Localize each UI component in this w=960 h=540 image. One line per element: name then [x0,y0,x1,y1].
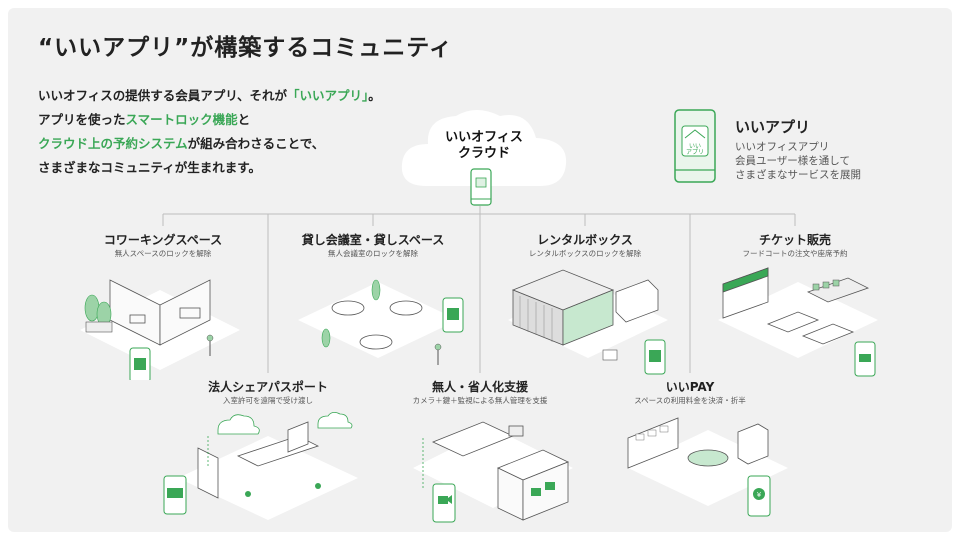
app-desc-line2: 会員ユーザー様を通して [735,154,861,168]
service-ticket-sub: フードコートの注文や座席予約 [715,248,875,259]
food-court-illustration [708,260,888,380]
phone-unlock-icon [645,340,665,374]
ticket-phone-icon [855,342,875,376]
coworking-illustration [70,260,250,380]
pay-illustration: ¥ [618,408,798,528]
service-ticket-title: チケット販売 [715,231,875,248]
service-sharepass-title: 法人シェアパスポート [188,378,348,395]
meeting-room-illustration [288,260,468,380]
camera-phone-icon [433,484,455,522]
service-meeting-sub: 無人会議室のロックを解除 [293,248,453,259]
phone-icon [470,168,492,206]
phone-unlock-icon [130,348,150,380]
cloud-label: いいオフィス クラウド [400,130,568,162]
cloud-label-line2: クラウド [400,146,568,162]
app-desc-line1: いいオフィスアプリ [735,140,861,154]
service-coworking-title: コワーキングスペース [83,231,243,248]
service-meeting-title: 貸し会議室・貸しスペース [293,231,453,248]
yen-phone-icon: ¥ [748,476,770,516]
service-pay-sub: スペースの利用料金を決済・折半 [610,395,770,406]
service-unmanned-title: 無人・省人化支援 [400,378,560,395]
service-pay-title: いいPAY [610,378,770,395]
slide: “いいアプリ”が構築するコミュニティ いいオフィスの提供する会員アプリ、それが「… [8,8,952,532]
rental-box-illustration [498,260,678,380]
unmanned-support-illustration [403,408,583,528]
id-card-phone-icon [164,476,186,514]
app-name: いいアプリ [735,116,810,137]
app-description: いいオフィスアプリ 会員ユーザー様を通して さまざまなサービスを展開 [735,140,861,182]
service-coworking-sub: 無人スペースのロックを解除 [83,248,243,259]
service-rentalbox-title: レンタルボックス [505,231,665,248]
service-unmanned-sub: カメラ＋鍵＋監視による無人管理を支援 [400,395,560,406]
app-desc-line3: さまざまなサービスを展開 [735,168,861,182]
cloud-label-line1: いいオフィス [400,130,568,146]
service-sharepass-sub: 入室許可を遠隔で受け渡し [188,395,348,406]
phone-unlock-icon [443,298,463,332]
svg-text:アプリ: アプリ [686,149,704,156]
app-phone-icon: いい アプリ [673,108,729,184]
service-rentalbox-sub: レンタルボックスのロックを解除 [505,248,665,259]
share-passport-illustration [158,408,378,528]
svg-text:¥: ¥ [757,491,762,499]
